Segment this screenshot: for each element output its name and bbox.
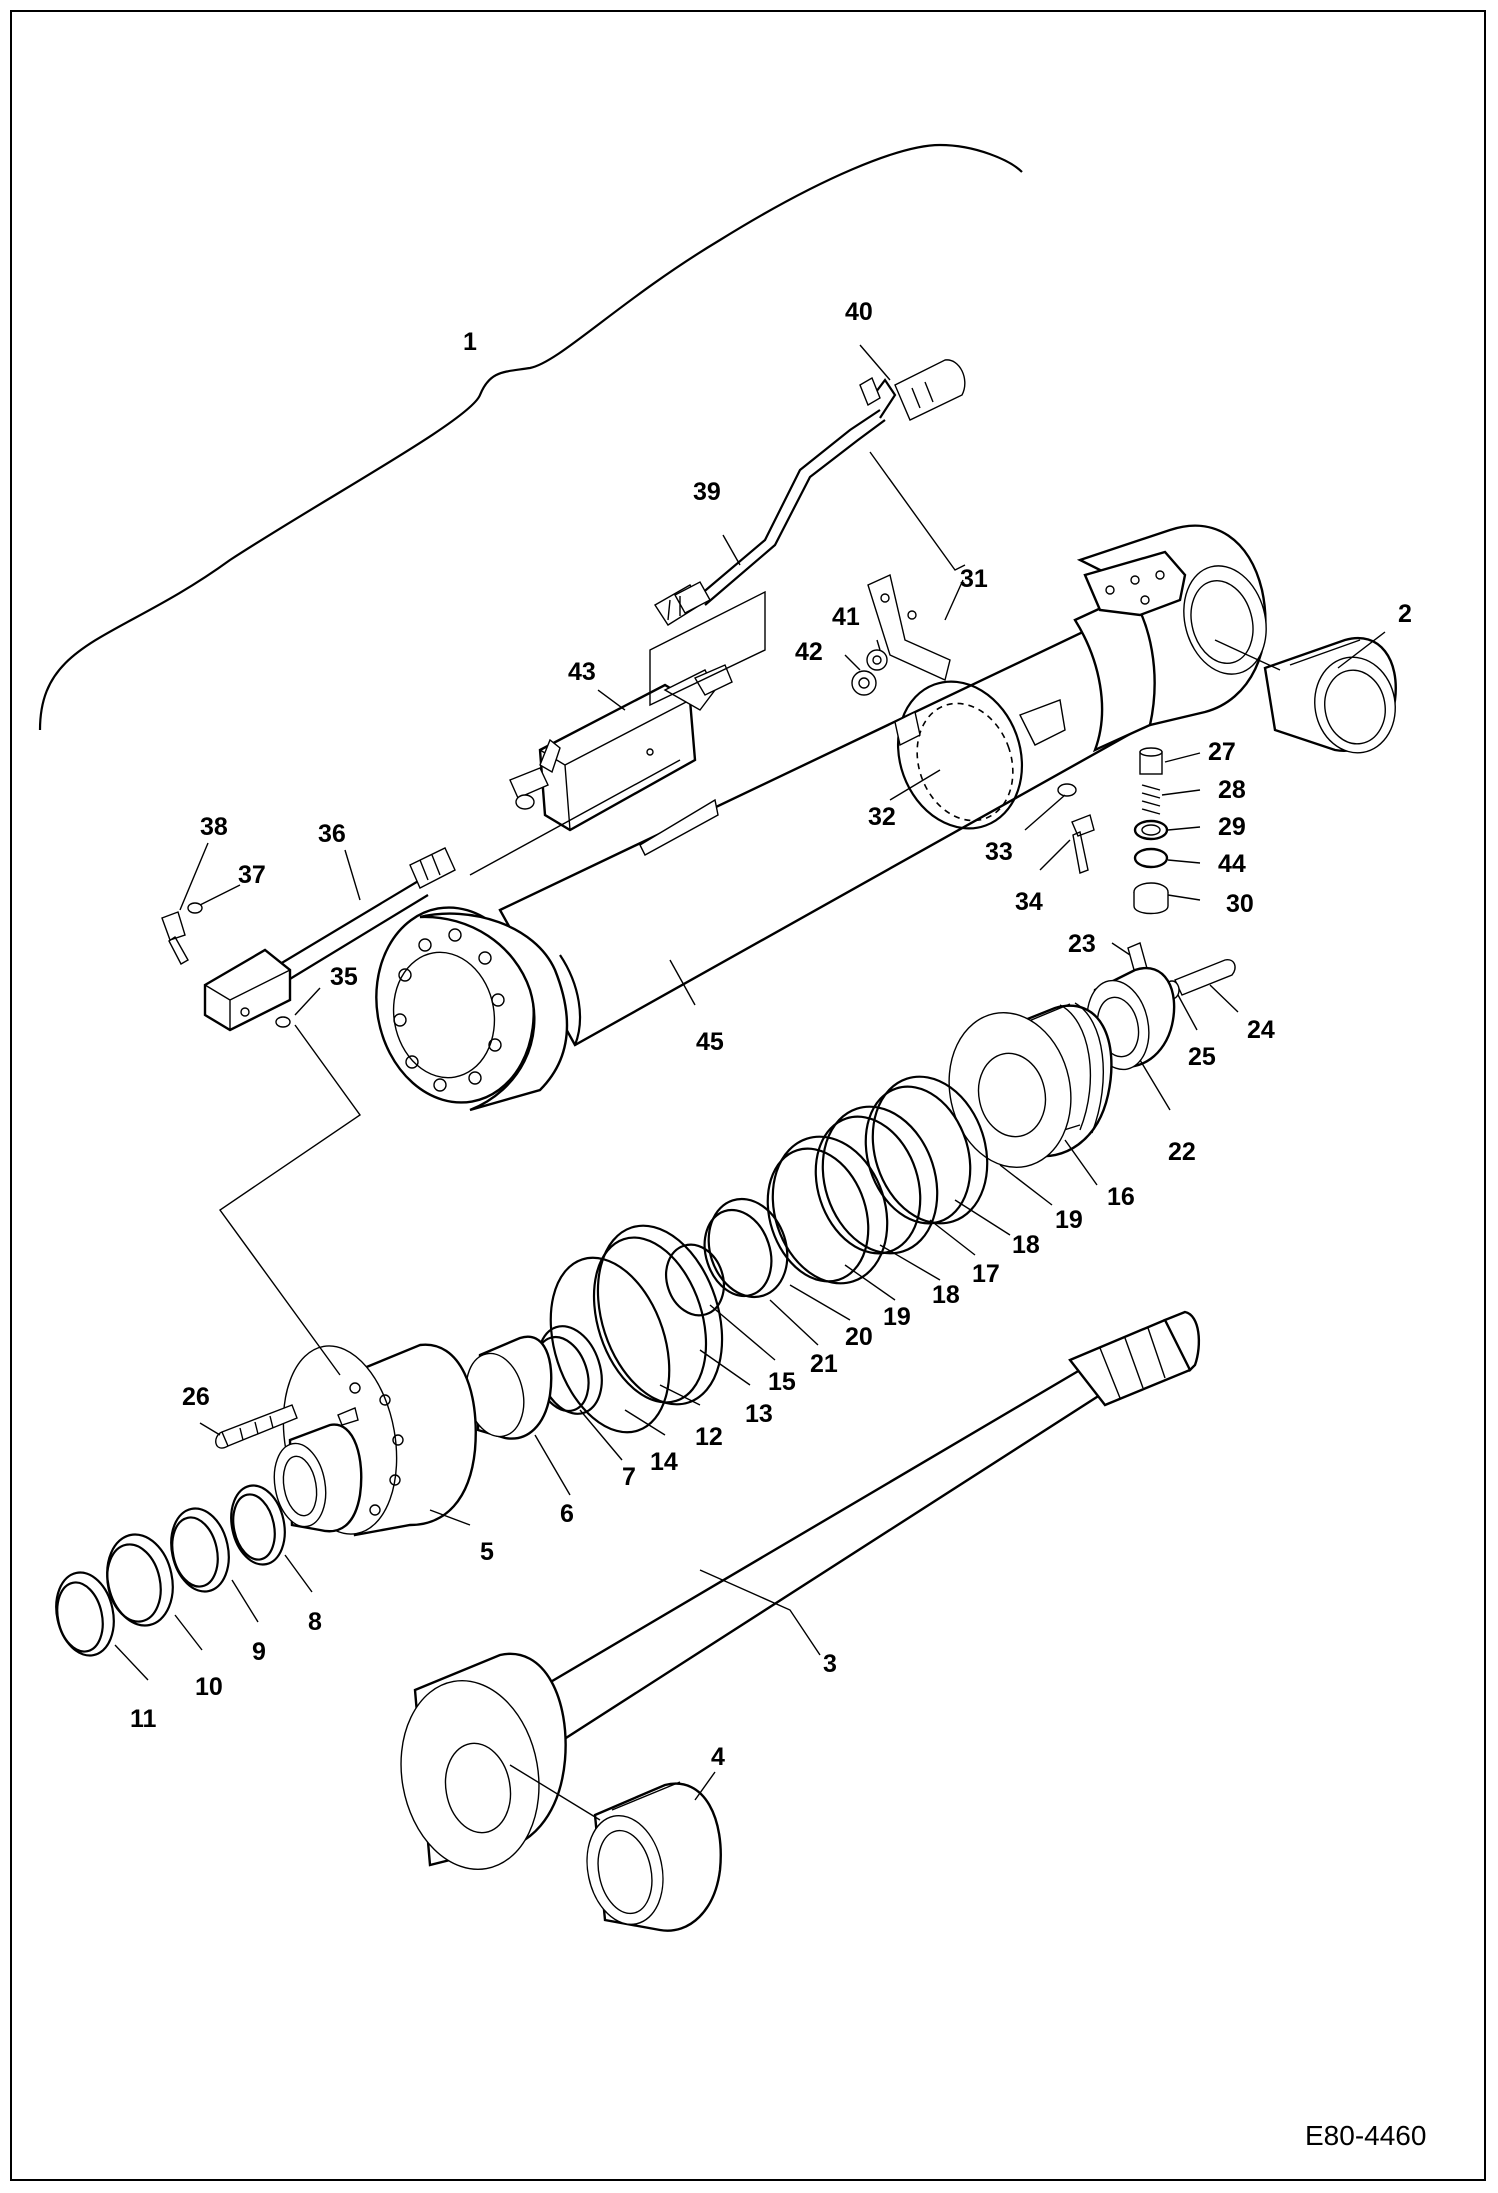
callout-27: 27 — [1208, 738, 1236, 766]
callout-38: 38 — [200, 813, 228, 841]
callout-20: 20 — [845, 1323, 873, 1351]
callout-30: 30 — [1226, 890, 1254, 918]
callout-16: 16 — [1107, 1183, 1135, 1211]
callout-21: 21 — [810, 1350, 838, 1378]
callout-9: 9 — [252, 1638, 266, 1666]
callout-18b: 18 — [932, 1281, 960, 1309]
callout-43: 43 — [568, 658, 596, 686]
rod-eye — [400, 1652, 567, 1870]
assembly-brace — [38, 143, 1023, 731]
callout-3: 3 — [823, 1650, 837, 1678]
callout-19b: 19 — [883, 1303, 911, 1331]
callout-37: 37 — [238, 861, 266, 889]
callout-10: 10 — [195, 1673, 223, 1701]
callout-29: 29 — [1218, 813, 1246, 841]
callout-13: 13 — [745, 1400, 773, 1428]
callout-33: 33 — [985, 838, 1013, 866]
callout-36: 36 — [318, 820, 346, 848]
valve-block-43 — [509, 664, 733, 832]
pin-24 — [1174, 959, 1236, 996]
nut-42 — [851, 670, 877, 696]
callout-8: 8 — [308, 1608, 322, 1636]
callout-44: 44 — [1218, 850, 1246, 878]
callout-19a: 19 — [1055, 1206, 1083, 1234]
tube-39 — [654, 359, 966, 626]
o-ring-35 — [275, 1016, 291, 1028]
callout-31: 31 — [960, 565, 988, 593]
seal-rings — [534, 1075, 989, 1434]
valve-stack — [1133, 747, 1169, 915]
callout-22: 22 — [1168, 1138, 1196, 1166]
callout-15: 15 — [768, 1368, 796, 1396]
callout-17: 17 — [972, 1260, 1000, 1288]
callout-24: 24 — [1247, 1016, 1275, 1044]
callout-40: 40 — [845, 298, 873, 326]
drawing-code: E80-4460 — [1305, 2120, 1426, 2151]
bolt-38 — [161, 911, 189, 965]
washer-33 — [1057, 783, 1077, 797]
callout-23: 23 — [1068, 930, 1096, 958]
callout-39: 39 — [693, 478, 721, 506]
rod-seals — [55, 1484, 286, 1657]
cylinder-barrel — [375, 524, 1267, 1112]
washer-41 — [866, 649, 888, 671]
barrel-bracket — [639, 798, 719, 856]
rod-head-5 — [273, 1343, 477, 1537]
piston-16 — [948, 1002, 1113, 1169]
callout-5: 5 — [480, 1538, 494, 1566]
callout-labels: 1 2 3 4 5 6 7 8 9 10 11 12 13 14 15 16 1… — [130, 298, 1412, 1771]
callout-34: 34 — [1015, 888, 1043, 916]
drawing-frame — [10, 10, 1486, 2181]
callout-41: 41 — [832, 603, 860, 631]
bushing-4 — [586, 1781, 722, 1932]
callout-leaders — [114, 344, 1386, 1801]
callout-2: 2 — [1398, 600, 1412, 628]
callout-7: 7 — [622, 1463, 636, 1491]
bushing-2 — [1263, 637, 1397, 754]
o-ring-37 — [187, 902, 203, 914]
callout-45: 45 — [696, 1028, 724, 1056]
tube-36 — [203, 847, 456, 1032]
callout-6: 6 — [560, 1500, 574, 1528]
pipe-clamp — [867, 574, 1066, 830]
callout-25: 25 — [1188, 1043, 1216, 1071]
callout-4: 4 — [711, 1743, 725, 1771]
callout-12: 12 — [695, 1423, 723, 1451]
callout-35: 35 — [330, 963, 358, 991]
bushing-6 — [465, 1335, 553, 1440]
callout-1: 1 — [463, 328, 477, 356]
bolt-34 — [1071, 814, 1095, 874]
callout-32: 32 — [868, 803, 896, 831]
callout-28: 28 — [1218, 776, 1246, 804]
callout-26: 26 — [182, 1383, 210, 1411]
callout-42: 42 — [795, 638, 823, 666]
callout-11: 11 — [130, 1705, 157, 1733]
callout-14: 14 — [650, 1448, 678, 1476]
callout-18a: 18 — [1012, 1231, 1040, 1259]
